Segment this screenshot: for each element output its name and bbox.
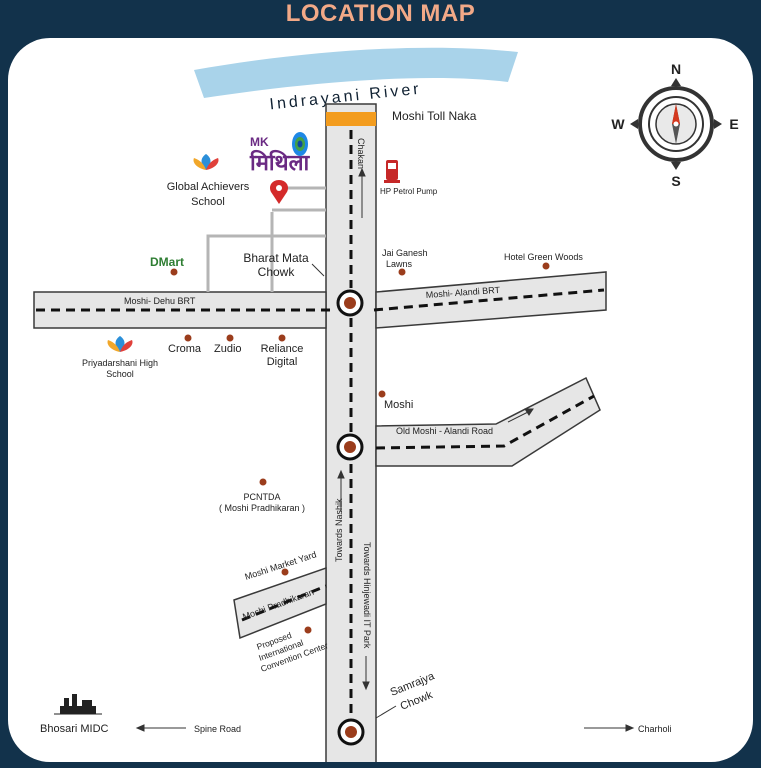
- brand-prefix: MK: [250, 135, 269, 149]
- moshi-chowk-circle: [336, 433, 364, 461]
- jai-ganesh-label-2: Lawns: [386, 259, 413, 269]
- location-map: Indrayani River: [8, 38, 753, 762]
- moshi-alandi-road: [375, 271, 607, 329]
- convention-dot: [304, 626, 312, 634]
- moshi-label: Moshi: [384, 399, 413, 411]
- bharat-mata-label-2: Chowk: [258, 265, 296, 279]
- chakan-label: Chakan: [356, 138, 366, 169]
- priyadarshani-label-2: School: [106, 369, 134, 379]
- towards-hinjewadi-label: Towards Hinjewadi IT Park: [362, 542, 372, 649]
- map-canvas: Indrayani River: [33, 47, 739, 762]
- dmart-logo: DMart: [150, 255, 184, 269]
- market-yard-dot: [281, 568, 289, 576]
- jai-ganesh-dot: [398, 268, 406, 276]
- page-title: LOCATION MAP: [285, 0, 476, 27]
- spine-road-label: Spine Road: [194, 724, 241, 734]
- fuel-pump-icon: [384, 160, 400, 183]
- charholi-label: Charholi: [638, 724, 672, 734]
- bhosari-midc-label: Bhosari MIDC: [40, 723, 109, 735]
- bharat-mata-label-1: Bharat Mata: [243, 251, 309, 265]
- dmart-dot: [170, 268, 178, 276]
- hotel-green-woods-label: Hotel Green Woods: [504, 252, 583, 262]
- pcntda-dot: [259, 478, 267, 486]
- old-moshi-alandi-road: [375, 376, 601, 467]
- compass-north: N: [671, 61, 681, 77]
- toll-naka-marker: [326, 112, 376, 126]
- project-logo: MK मिथिला: [249, 132, 311, 175]
- compass-east: E: [729, 116, 738, 132]
- moshi-dehu-label: Moshi- Dehu BRT: [124, 296, 196, 306]
- global-achievers-label-1: Global Achievers: [167, 181, 250, 193]
- toll-naka-label: Moshi Toll Naka: [392, 109, 477, 123]
- moshi-pradhikaran-road: [233, 566, 327, 640]
- reliance-dot: [278, 334, 286, 342]
- location-pin-icon: [269, 180, 289, 204]
- compass-rose: N S E W: [611, 61, 738, 189]
- roads: [33, 103, 607, 762]
- hp-petrol-label: HP Petrol Pump: [380, 187, 438, 196]
- reliance-label-1: Reliance: [261, 343, 304, 355]
- lotus-logo-icon: [193, 154, 219, 170]
- samrajya-chowk-circle: [337, 718, 365, 746]
- compass-south: S: [671, 173, 680, 189]
- moshi-dot: [378, 390, 386, 398]
- pcntda-label-1: PCNTDA: [243, 492, 280, 502]
- road-dashes: [36, 130, 605, 718]
- zudio-label: Zudio: [214, 343, 242, 355]
- jai-ganesh-label-1: Jai Ganesh: [382, 248, 428, 258]
- direction-arrows: [135, 167, 635, 732]
- old-moshi-alandi-label: Old Moshi - Alandi Road: [396, 426, 493, 436]
- zudio-dot: [226, 334, 234, 342]
- factory-icon: [54, 694, 102, 715]
- lotus-logo-icon-2: [107, 336, 133, 352]
- peacock-feather-icon: [292, 132, 308, 156]
- global-achievers-label-2: School: [191, 196, 225, 208]
- towards-nashik-label: Towards Nashik: [334, 498, 344, 562]
- croma-dot: [184, 334, 192, 342]
- hotel-dot: [542, 262, 550, 270]
- bharat-mata-chowk-circle: [336, 289, 364, 317]
- priyadarshani-label-1: Priyadarshani High: [82, 358, 158, 368]
- compass-west: W: [611, 116, 625, 132]
- pcntda-label-2: ( Moshi Pradhikaran ): [219, 503, 305, 513]
- landmark-dots: [170, 262, 550, 634]
- chowk-markers: [336, 289, 365, 746]
- reliance-label-2: Digital: [267, 356, 298, 368]
- croma-label: Croma: [168, 343, 202, 355]
